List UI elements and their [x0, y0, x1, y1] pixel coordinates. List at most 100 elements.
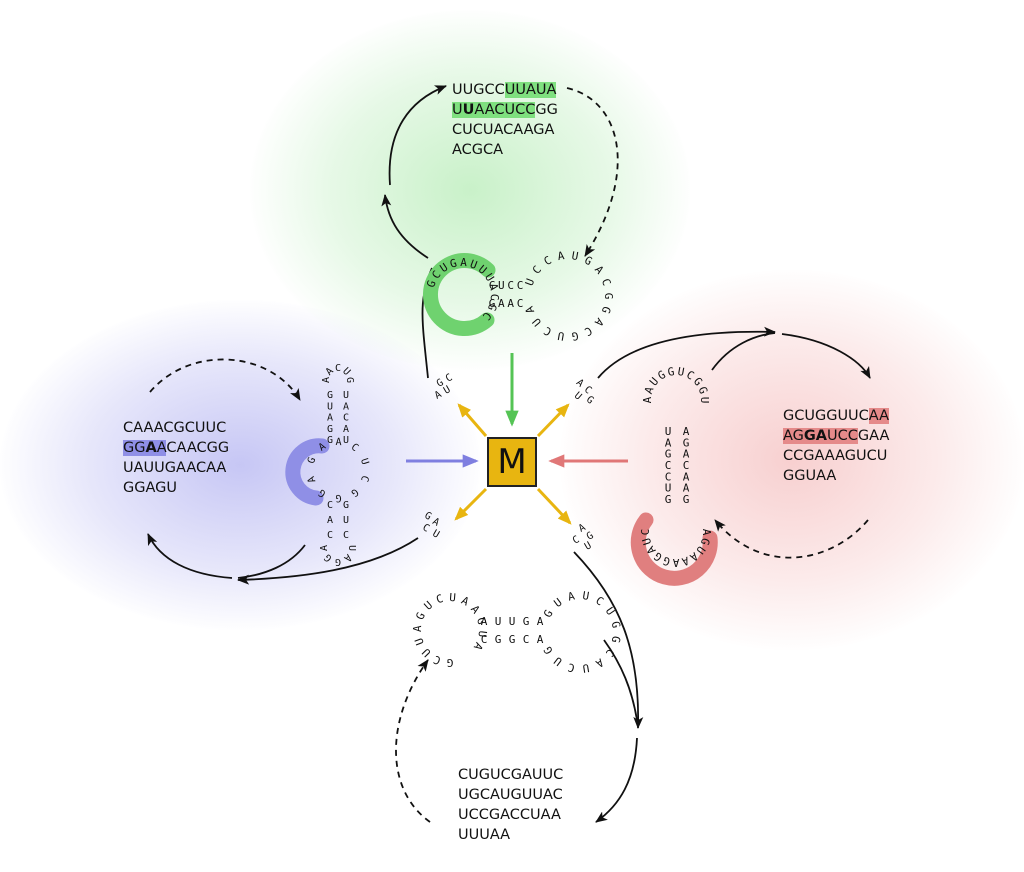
nucleotide: A	[335, 437, 341, 448]
sequence-segment: UCC	[827, 428, 858, 444]
nucleotide: G	[447, 656, 454, 669]
sequence-segment: UCCGACCUAA	[458, 807, 561, 823]
sequence-line: UUUAA	[458, 825, 563, 845]
nucleotide: U	[523, 277, 537, 288]
nucleotide: A	[460, 256, 468, 269]
blue-highlight-arc	[285, 438, 330, 506]
nucleotide: G	[698, 536, 712, 546]
nucleotide: C	[639, 529, 652, 536]
nucleotide: G	[582, 254, 594, 269]
nucleotide: A	[665, 436, 672, 449]
sequence-line: GGAGU	[123, 478, 229, 498]
nucleotide: C	[665, 470, 672, 483]
white-dashed-arrow	[395, 659, 431, 823]
center-m-box: M	[487, 437, 537, 487]
nucleotide: U	[422, 599, 436, 613]
nucleotide: A	[642, 385, 657, 396]
nucleotide: U	[442, 384, 453, 397]
sequence-line: UAUUGAACAA	[123, 458, 229, 478]
nucleotide: A	[498, 297, 505, 310]
nucleotide: C	[343, 413, 349, 424]
sequence-segment: ACGCA	[452, 142, 504, 158]
white-solid-arrow-bottom	[595, 737, 638, 823]
nucleotide: U	[327, 401, 333, 412]
nucleotide: C	[517, 297, 524, 310]
nucleotide: G	[485, 302, 500, 313]
sequence-segment: A	[156, 440, 167, 456]
nucleotide: U	[640, 536, 654, 546]
nucleotide: A	[672, 556, 679, 569]
nucleotide: U	[449, 591, 457, 604]
nucleotide: A	[700, 529, 713, 536]
nucleotide: G	[667, 365, 676, 379]
sequence-segment: AG	[783, 428, 804, 444]
nucleotide: G	[665, 493, 672, 506]
nucleotide: A	[327, 413, 333, 424]
nucleotide: U	[677, 365, 686, 379]
nucleotide: G	[609, 620, 623, 629]
sequence-segment: GA	[803, 428, 828, 444]
nucleotide: U	[552, 596, 565, 610]
nucleotide: A	[507, 297, 514, 310]
nucleotide: G	[474, 616, 488, 626]
nucleotide: C	[542, 324, 554, 339]
nucleotide: A	[321, 377, 332, 383]
nucleotide: A	[319, 545, 330, 551]
nucleotide: A	[641, 396, 654, 403]
nucleotide: U	[498, 279, 505, 292]
yellow-arrow-up-right	[536, 403, 570, 438]
nucleotide: A	[430, 516, 441, 529]
sequence-segment: U	[452, 102, 463, 118]
nucleotide: C	[599, 277, 613, 288]
nucleotide: C	[665, 459, 672, 472]
nucleotide: G	[495, 633, 502, 646]
nucleotide: G	[349, 486, 360, 498]
nucleotide: C	[517, 279, 524, 292]
sequence-segment: GCUGGUUC	[783, 408, 869, 424]
green-solid-arrow-inner	[381, 194, 429, 259]
white-solid-arrow-long	[573, 551, 644, 729]
nucleotide: G	[448, 257, 458, 271]
nucleotide: G	[317, 486, 328, 498]
nucleotide: G	[584, 394, 596, 406]
nucleotide: G	[344, 377, 355, 383]
nucleotide: U	[420, 646, 434, 660]
nucleotide: G	[571, 329, 580, 343]
nucleotide: G	[343, 500, 349, 511]
nucleotide: G	[327, 390, 333, 401]
sequence-line: UCCGACCUAA	[458, 805, 563, 825]
yellow-arrow-down-right	[536, 487, 572, 525]
nucleotide: C	[358, 474, 370, 483]
sequence-segment: U	[462, 102, 475, 118]
nucleotide: G	[422, 510, 433, 523]
blue-dashed-arrow	[149, 358, 301, 401]
red-solid-arrow-inner	[711, 332, 776, 371]
green-dashed-arrow	[566, 87, 619, 257]
nucleotide: A	[342, 552, 354, 564]
nucleotide: C	[571, 534, 582, 547]
nucleotide: G	[413, 610, 428, 622]
nucleotide: C	[327, 500, 333, 511]
nucleotide: C	[530, 263, 544, 276]
nucleotide: A	[683, 482, 690, 495]
nucleotide: A	[411, 625, 424, 633]
nucleotide: A	[683, 425, 690, 438]
sequence-line: CUGUCGAUUC	[458, 765, 563, 785]
nucleotide: A	[459, 594, 471, 609]
nucleotide: C	[435, 592, 445, 606]
sequence-line: AGGAUCCGAA	[783, 426, 889, 446]
red-solid-arrow-top	[597, 326, 776, 379]
sequence-line: UGCAUGUUAC	[458, 785, 563, 805]
sequence-segment: GAA	[857, 428, 890, 444]
nucleotide: G	[696, 385, 710, 396]
nucleotide: U	[346, 545, 357, 551]
nucleotide: A	[481, 615, 488, 628]
nucleotide: A	[523, 304, 538, 315]
nucleotide: U	[530, 315, 544, 328]
nucleotide: G	[306, 456, 318, 465]
